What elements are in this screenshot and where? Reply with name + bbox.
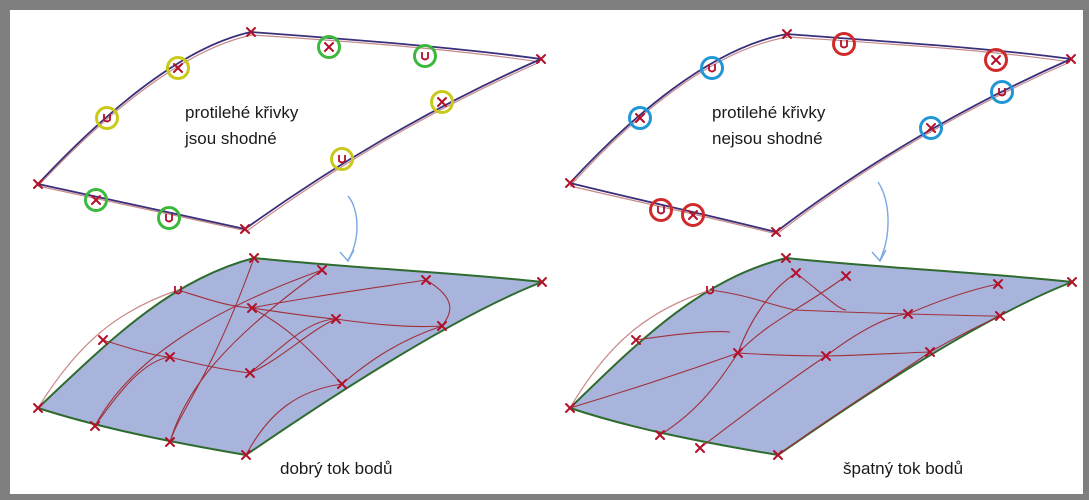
highlight-circle — [649, 198, 673, 222]
x-cross-icon — [33, 403, 43, 413]
left-arrow — [339, 195, 358, 263]
x-cross-icon — [98, 335, 108, 345]
corner-point — [771, 227, 781, 237]
x-cross-icon — [688, 210, 698, 220]
x-cross-icon — [655, 430, 665, 440]
highlight-circle — [984, 48, 1008, 72]
x-cross-icon — [317, 265, 327, 275]
u-mark-icon — [103, 114, 111, 123]
u-mark-icon — [998, 88, 1006, 97]
x-cross-icon — [437, 321, 447, 331]
right-caption: špatný tok bodů — [843, 459, 963, 478]
right-curve-frame — [569, 33, 1072, 235]
highlight-circle — [919, 116, 943, 140]
left-flow-lines — [94, 257, 451, 456]
x-cross-icon — [437, 97, 447, 107]
x-cross-icon — [245, 368, 255, 378]
x-cross-icon — [537, 277, 547, 287]
x-cross-icon — [781, 253, 791, 263]
right-arrow — [871, 181, 889, 263]
u-mark-icon — [706, 286, 714, 295]
points-layer — [33, 27, 1077, 460]
u-mark-icon — [657, 206, 665, 215]
left-frame-curves — [37, 31, 542, 230]
x-cross-icon — [695, 443, 705, 453]
x-cross-icon — [247, 303, 257, 313]
x-cross-icon — [249, 253, 259, 263]
left-frame-shadow — [37, 34, 541, 232]
x-cross-icon — [331, 314, 341, 324]
curved-arrow-icon — [877, 181, 889, 261]
x-cross-icon — [773, 450, 783, 460]
highlight-circle — [95, 106, 119, 130]
right-note-line2: nejsou shodné — [712, 129, 823, 148]
highlight-circle — [628, 106, 652, 130]
x-cross-icon — [337, 379, 347, 389]
corner-point — [536, 54, 546, 64]
x-cross-icon — [841, 271, 851, 281]
right-flow-lines — [569, 272, 1001, 456]
highlight-circle — [681, 203, 705, 227]
left-curve-frame — [37, 31, 542, 232]
highlight-circle — [990, 80, 1014, 104]
u-mark-icon — [708, 64, 716, 73]
surface-flow-diagram: protilehé křivky jsou shodné protilehé k… — [33, 27, 1077, 478]
x-cross-icon — [821, 351, 831, 361]
highlight-circle — [330, 147, 354, 171]
x-cross-icon — [173, 63, 183, 73]
highlight-circle — [430, 90, 454, 114]
x-cross-icon — [991, 55, 1001, 65]
u-mark-icon — [840, 40, 848, 49]
x-cross-icon — [903, 309, 913, 319]
x-cross-icon — [90, 421, 100, 431]
x-cross-icon — [165, 352, 175, 362]
curved-arrow-icon — [347, 195, 358, 261]
x-cross-icon — [241, 450, 251, 460]
u-mark-icon — [165, 214, 173, 223]
corner-point — [565, 178, 575, 188]
highlight-circle — [157, 206, 181, 230]
x-cross-icon — [324, 42, 334, 52]
x-cross-icon — [995, 311, 1005, 321]
right-frame-shadow — [569, 36, 1071, 235]
x-cross-icon — [565, 403, 575, 413]
right-note-line1: protilehé křivky — [712, 103, 826, 122]
left-caption: dobrý tok bodů — [280, 459, 392, 478]
corner-point — [1066, 54, 1076, 64]
u-mark-icon — [338, 155, 346, 164]
highlight-circle — [84, 188, 108, 212]
highlight-circle — [413, 44, 437, 68]
corner-point — [33, 179, 43, 189]
x-cross-icon — [993, 279, 1003, 289]
highlight-circle — [832, 32, 856, 56]
x-cross-icon — [631, 335, 641, 345]
corner-point — [246, 27, 256, 37]
right-frame-curves — [569, 33, 1072, 233]
x-cross-icon — [733, 348, 743, 358]
x-cross-icon — [421, 275, 431, 285]
x-cross-icon — [165, 437, 175, 447]
highlight-circle — [317, 35, 341, 59]
highlight-circle — [700, 56, 724, 80]
left-note-line1: protilehé křivky — [185, 103, 299, 122]
x-cross-icon — [635, 113, 645, 123]
u-mark-icon — [174, 286, 182, 295]
u-mark-icon — [421, 52, 429, 61]
figure-panel: protilehé křivky jsou shodné protilehé k… — [10, 10, 1083, 494]
left-surface-patch — [36, 256, 543, 457]
right-surface — [568, 256, 1073, 457]
highlight-circle — [166, 56, 190, 80]
corner-point — [240, 224, 250, 234]
x-cross-icon — [91, 195, 101, 205]
left-surface — [36, 256, 543, 457]
x-cross-icon — [1067, 277, 1077, 287]
x-cross-icon — [791, 268, 801, 278]
left-note-line2: jsou shodné — [184, 129, 277, 148]
corner-point — [782, 29, 792, 39]
x-cross-icon — [925, 347, 935, 357]
x-cross-icon — [926, 123, 936, 133]
